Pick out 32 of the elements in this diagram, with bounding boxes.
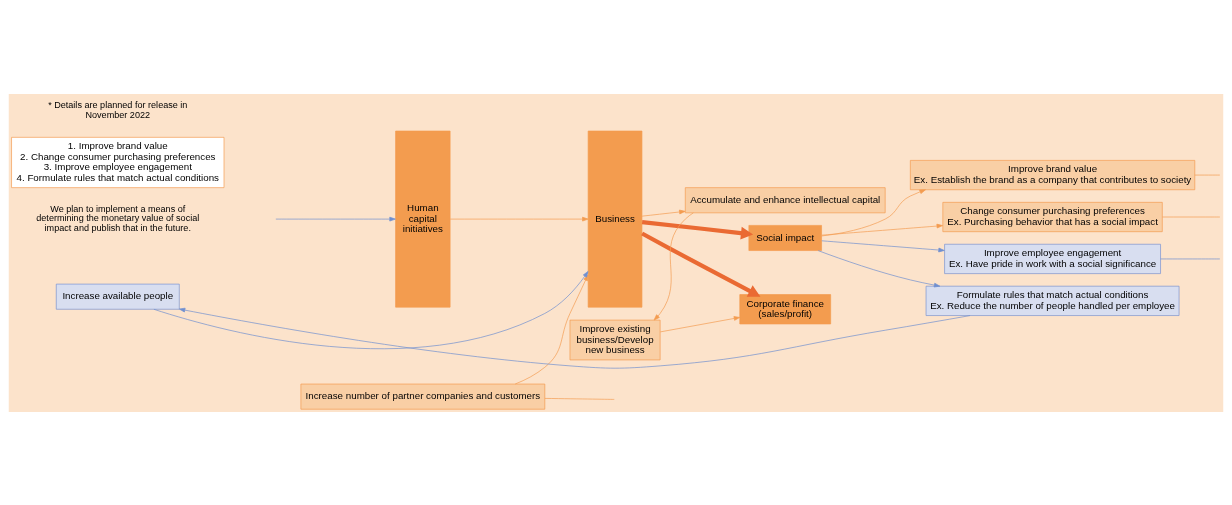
arrow xyxy=(153,270,589,349)
arrow xyxy=(653,212,694,320)
arrow xyxy=(817,249,941,287)
arrow xyxy=(641,231,761,297)
node-box: Human capital initiatives xyxy=(395,130,451,307)
node-box: Improve employee engagement Ex. Have pride in work with a social significance xyxy=(944,243,1161,274)
node-box: Change consumer purchasing preferences Ex. Purchasing behavior that has a social impact xyxy=(942,201,1163,232)
node-box: Improve brand value Ex. Establish the brand as a company that contributes to society xyxy=(910,159,1196,190)
node-box: Accumulate and enhance intellectual capital xyxy=(684,186,886,213)
arrow xyxy=(178,307,971,369)
connector xyxy=(1160,258,1221,259)
arrow xyxy=(659,315,741,332)
connector xyxy=(544,397,615,400)
node-box: Improve existing business/Develop new business xyxy=(569,319,661,360)
node-box: Formulate rules that match actual conditions Ex. Reduce the number of people handled per employee xyxy=(925,285,1180,316)
node-box: Social impact xyxy=(748,224,822,251)
arrow xyxy=(275,216,396,221)
label: We plan to implement a means of determining the monetary value of social impact and publish that in the future. xyxy=(36,203,200,233)
arrow xyxy=(821,239,945,252)
arrow xyxy=(641,209,686,216)
node-box: Increase number of partner companies and customers xyxy=(300,383,546,410)
arrow xyxy=(449,216,589,221)
node-box: Business xyxy=(587,130,643,307)
node-box: Corporate finance (sales/profit) xyxy=(739,293,831,324)
connector xyxy=(1194,174,1221,175)
arrow xyxy=(641,219,754,239)
connector xyxy=(1162,216,1221,217)
node-box: 1. Improve brand value 2. Change consumer purchasing preferences 3. Improve employee engagement 4. Formulate rules that match actual conditions xyxy=(11,136,225,188)
arrow xyxy=(821,223,943,235)
label: * Details are planned for release in November 2022 xyxy=(48,99,188,120)
arrow xyxy=(514,274,589,384)
node-box: Increase available people xyxy=(55,283,180,310)
